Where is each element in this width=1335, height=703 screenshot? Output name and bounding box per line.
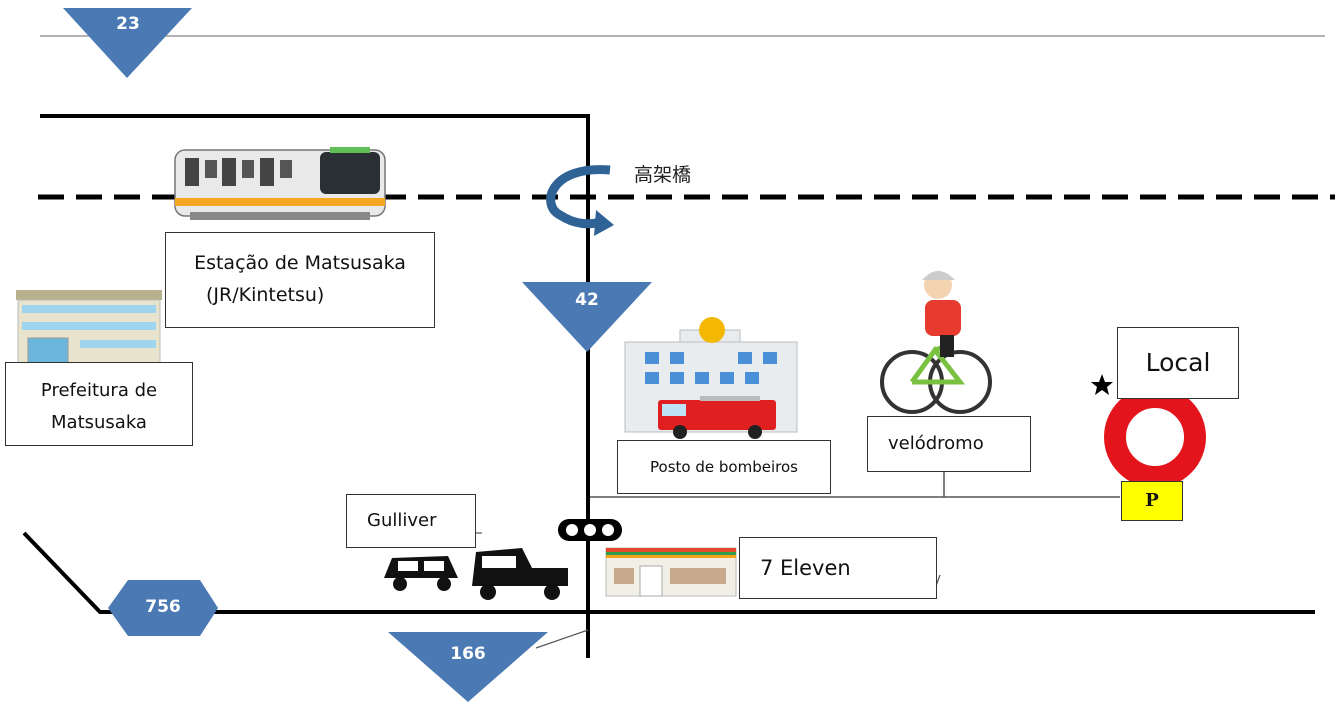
route-166-shield bbox=[388, 632, 548, 702]
route-756-shield bbox=[108, 580, 218, 636]
venue-label: Local bbox=[1117, 327, 1239, 399]
station-label-line2: (JR/Kintetsu) bbox=[206, 284, 325, 306]
convenience-store-icon bbox=[605, 547, 737, 597]
route-23-number: 23 bbox=[116, 14, 140, 34]
office-building-icon bbox=[16, 290, 162, 371]
velodrome-label: velódromo bbox=[867, 416, 1031, 472]
station-label: Estação de Matsusaka (JR/Kintetsu) bbox=[165, 232, 435, 328]
route-166-number: 166 bbox=[450, 644, 486, 664]
route-166-connector bbox=[535, 629, 589, 649]
star-icon bbox=[1091, 374, 1113, 395]
overpass-label: 高架橋 bbox=[634, 164, 692, 186]
city-hall-label-line1: Prefeitura de bbox=[40, 380, 158, 401]
car-icon bbox=[384, 548, 568, 600]
ring-marker-icon bbox=[1104, 386, 1206, 488]
cyclist-icon bbox=[880, 271, 992, 414]
city-hall-label-line2: Matsusaka bbox=[51, 412, 147, 433]
curved-arrow-icon bbox=[546, 165, 614, 236]
traffic-light-icon bbox=[558, 519, 622, 541]
fire-station-label: Posto de bombeiros bbox=[617, 440, 831, 494]
gulliver-label: Gulliver bbox=[346, 494, 476, 548]
route-42-number: 42 bbox=[575, 290, 599, 310]
route-42-shield bbox=[522, 282, 652, 352]
fire-station-icon bbox=[624, 317, 798, 439]
parking-sign: P bbox=[1121, 481, 1183, 521]
south-road bbox=[22, 531, 1315, 614]
seven-eleven-label: 7 Eleven bbox=[739, 537, 937, 599]
city-hall-label: Prefeitura de Matsusaka bbox=[5, 362, 193, 446]
station-label-line1: Estação de Matsusaka bbox=[194, 252, 406, 274]
train-icon bbox=[174, 147, 386, 220]
north-road bbox=[40, 114, 590, 658]
route-756-number: 756 bbox=[145, 597, 181, 617]
route-23-shield bbox=[63, 8, 192, 78]
